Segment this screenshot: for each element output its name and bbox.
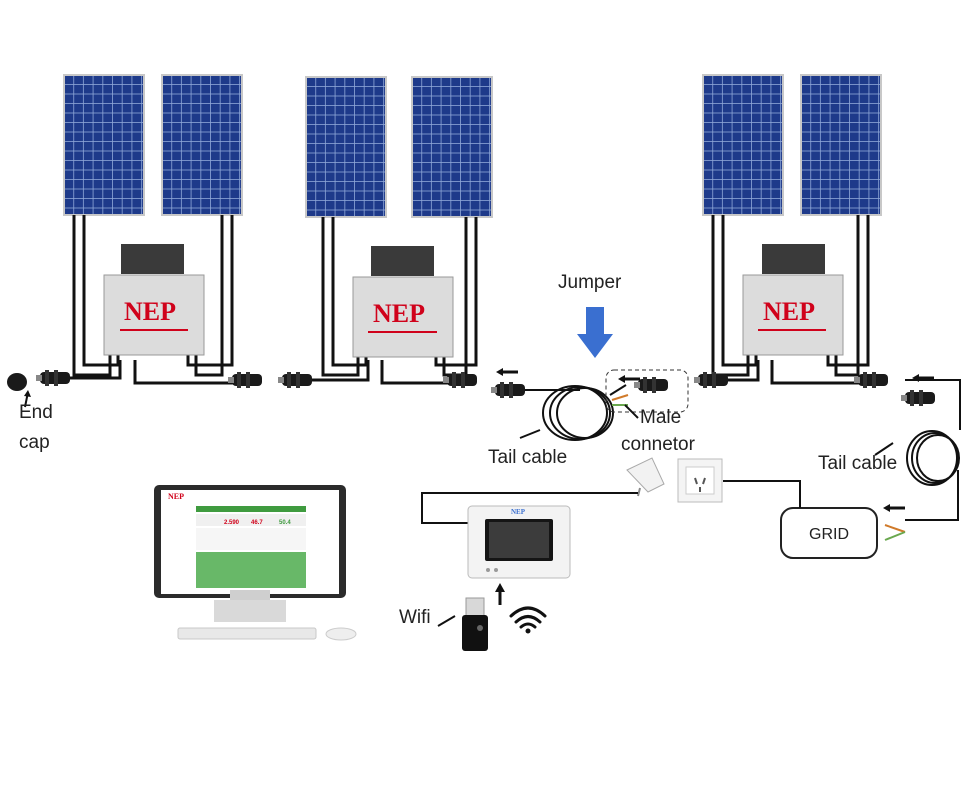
connetor-label: connetor xyxy=(621,434,695,455)
black-arrow-icon xyxy=(883,504,905,512)
solar-panel xyxy=(702,74,784,216)
connector xyxy=(694,372,728,388)
monitor-value-2: 46.7 xyxy=(251,520,263,526)
microinverter-3: NEP xyxy=(742,244,844,356)
solar-panel xyxy=(411,76,493,218)
blue-down-arrow-icon xyxy=(577,307,613,358)
nep-logo: NEP xyxy=(763,297,815,326)
pointer-arrowhead-icon xyxy=(24,390,31,397)
male-label: Male xyxy=(640,407,682,428)
microinverter-1: NEP xyxy=(103,244,205,356)
monitor-screen-brand: NEP xyxy=(168,492,184,501)
cap-label: cap xyxy=(19,432,50,453)
tail-cable-label-2: Tail cable xyxy=(818,453,898,474)
solar-panel-group-2 xyxy=(305,76,493,218)
tail-cable-2 xyxy=(884,379,961,541)
monitor-value-1: 2.590 xyxy=(224,520,240,526)
connector xyxy=(228,372,262,388)
solar-panel xyxy=(800,74,882,216)
solar-panel xyxy=(305,76,387,218)
wall-socket xyxy=(677,458,723,503)
black-arrow-icon xyxy=(912,374,934,382)
wifi-icon xyxy=(509,606,547,634)
jumper-label: Jumper xyxy=(558,272,622,293)
connector xyxy=(491,382,525,398)
black-arrow-icon xyxy=(618,375,640,383)
up-arrow-icon xyxy=(495,583,505,605)
black-arrow-icon xyxy=(496,368,518,376)
end-label: End xyxy=(19,402,53,423)
gateway-brand: NEP xyxy=(511,508,526,516)
wifi-label: Wifi xyxy=(399,607,431,628)
mouse xyxy=(325,627,357,641)
solar-panel xyxy=(161,74,243,216)
computer-monitor: NEP 2.590 46.7 50.4 xyxy=(154,485,346,622)
pointer-arrow-icon xyxy=(624,404,639,419)
pointer-arrow-icon xyxy=(874,442,894,456)
panel-cables-1 xyxy=(38,215,240,385)
solar-panel-group-1 xyxy=(63,74,243,216)
connector xyxy=(901,390,935,406)
grid-box xyxy=(780,507,878,559)
socket-cable xyxy=(723,480,801,508)
wifi-dongle xyxy=(462,597,488,651)
monitor-value-3: 50.4 xyxy=(279,520,291,526)
pointer-arrow-icon xyxy=(519,429,541,439)
monitoring-gateway: NEP xyxy=(467,505,571,579)
male-connector-box xyxy=(605,369,689,413)
gateway-cable xyxy=(421,492,638,524)
tail-cable-1 xyxy=(520,384,629,441)
microinverter-2: NEP xyxy=(352,246,454,358)
connector xyxy=(36,370,70,386)
nep-logo: NEP xyxy=(373,299,425,328)
connector xyxy=(278,372,312,388)
solar-panel-group-3 xyxy=(702,74,882,216)
pointer-arrow-icon xyxy=(437,615,456,627)
power-plug xyxy=(626,457,665,497)
keyboard xyxy=(177,627,317,640)
grid-label: GRID xyxy=(809,526,849,543)
end-cap xyxy=(7,373,27,391)
nep-logo: NEP xyxy=(124,297,176,326)
panel-cables-3 xyxy=(705,215,870,385)
solar-panel xyxy=(63,74,145,216)
tail-cable-label-1: Tail cable xyxy=(488,447,568,468)
